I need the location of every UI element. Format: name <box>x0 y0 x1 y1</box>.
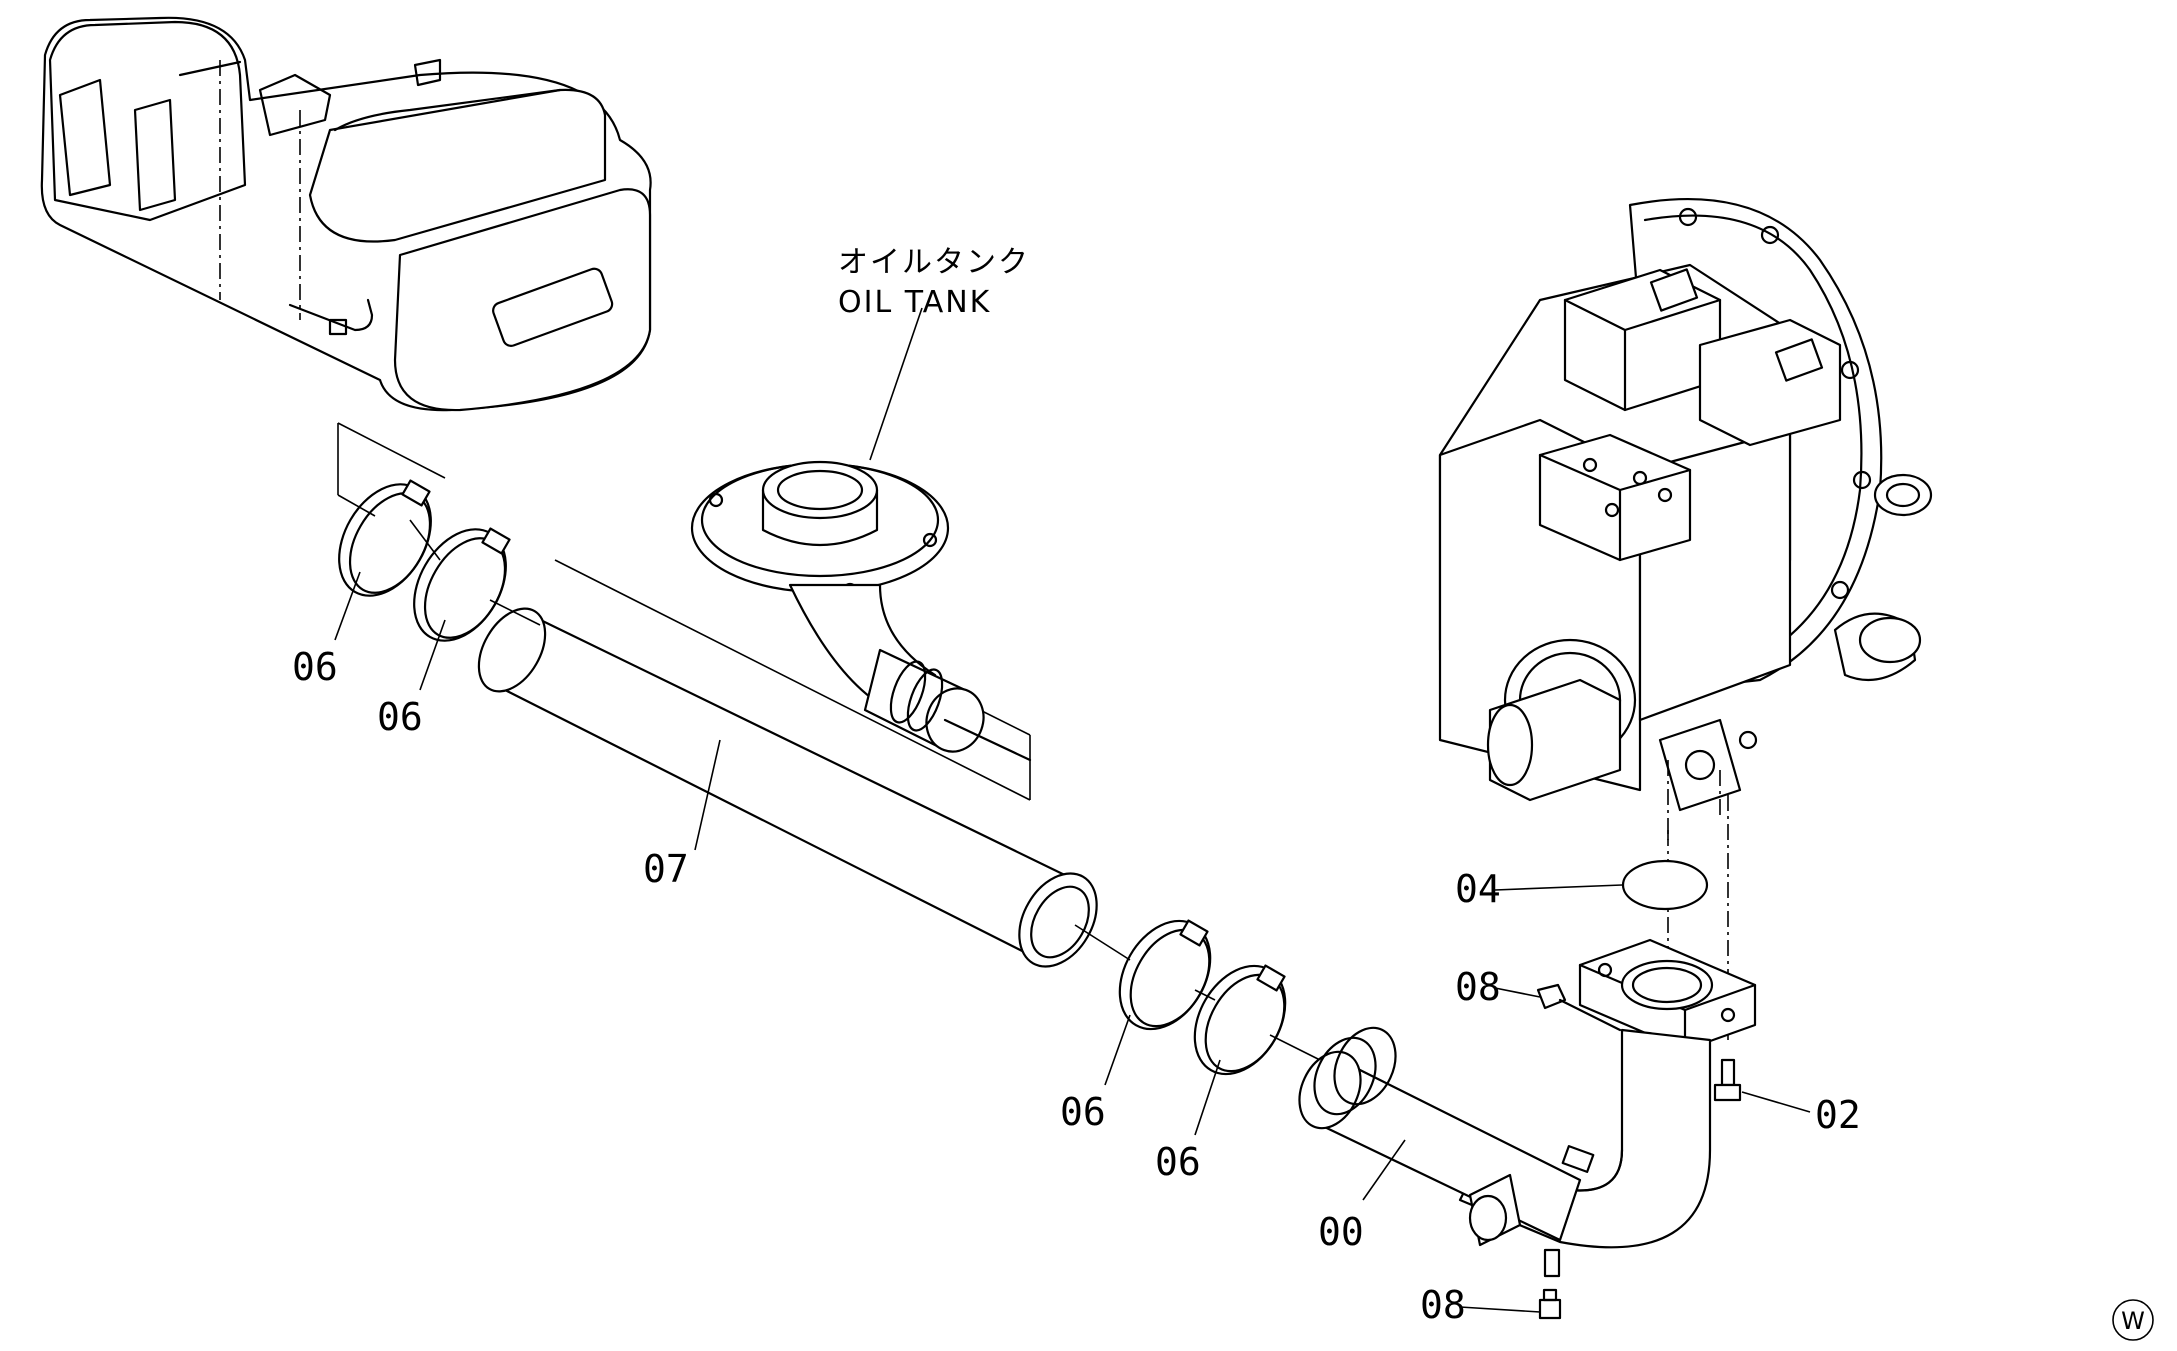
callout-plug-bottom: 08 <box>1420 1283 1466 1327</box>
callout-pipe: 00 <box>1318 1210 1364 1254</box>
oil-tank-label-jp: オイルタンク <box>838 245 1030 280</box>
mounting-bolt <box>1713 1058 1742 1102</box>
callout-bolt: 02 <box>1815 1093 1861 1137</box>
assembly-centerline <box>409 519 1321 1061</box>
hose-clamp-lower-right <box>1193 964 1287 1076</box>
callout-o-ring: 04 <box>1455 867 1501 911</box>
oil-tank-port <box>690 460 1032 762</box>
callout-clamp-c: 06 <box>1060 1090 1106 1134</box>
callout-clamp-d: 06 <box>1155 1140 1201 1184</box>
suction-hose <box>477 607 1098 968</box>
callout-clamp-a: 06 <box>292 645 338 689</box>
hydraulic-pump <box>1438 198 1933 840</box>
svg-text:W: W <box>2121 1307 2145 1335</box>
callout-plug-top: 08 <box>1455 965 1501 1009</box>
plug-top <box>1536 983 1622 1032</box>
plug-bottom <box>1538 1288 1562 1320</box>
oil-tank-label-en: OIL TANK <box>838 285 991 320</box>
excavator-overview <box>40 16 652 412</box>
hose-clamp-upper-left <box>338 479 432 597</box>
o-ring <box>1621 859 1709 911</box>
suction-pipe <box>1298 938 1757 1278</box>
callout-leaders <box>334 571 1811 1313</box>
callout-hose: 07 <box>643 847 689 891</box>
corner-mark: W <box>2112 1299 2154 1341</box>
hose-clamp-upper-right <box>413 527 511 642</box>
callout-clamp-b: 06 <box>377 695 423 739</box>
oil-tank-leader <box>869 307 923 461</box>
hose-clamp-lower-left <box>1118 919 1212 1031</box>
